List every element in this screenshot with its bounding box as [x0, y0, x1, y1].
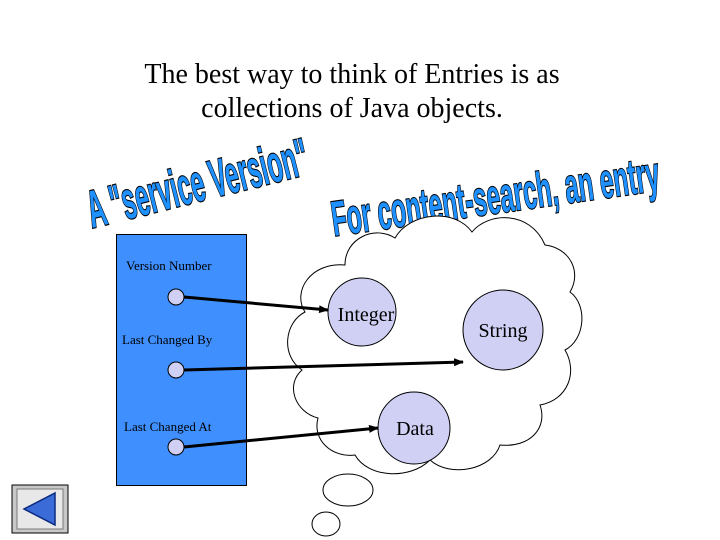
integer-label: Integer — [338, 304, 395, 326]
slide-title: The best way to think of Entries is as c… — [60, 58, 644, 126]
field-anchor-version-number — [167, 288, 185, 306]
field-label-last-changed-by: Last Changed By — [122, 332, 213, 347]
field-label-last-changed-at: Last Changed At — [124, 419, 212, 434]
string-label: String — [479, 320, 528, 342]
thought-bubble-large — [322, 473, 374, 507]
arrow-version-to-integer — [183, 295, 329, 314]
title-line-2: collections of Java objects. — [201, 93, 503, 124]
field-anchor-last-changed-at — [167, 438, 185, 456]
back-triangle-icon[interactable] — [11, 484, 69, 534]
field-label-version-number: Version Number — [126, 258, 212, 273]
string-object — [462, 289, 544, 371]
thought-bubble-small — [311, 511, 341, 537]
data-label: Data — [396, 418, 434, 440]
title-line-1: The best way to think of Entries is as — [144, 59, 560, 90]
arrow-changed-by-to-string — [183, 358, 464, 372]
field-anchor-last-changed-by — [167, 361, 185, 379]
arrow-changed-at-to-data — [183, 424, 379, 449]
